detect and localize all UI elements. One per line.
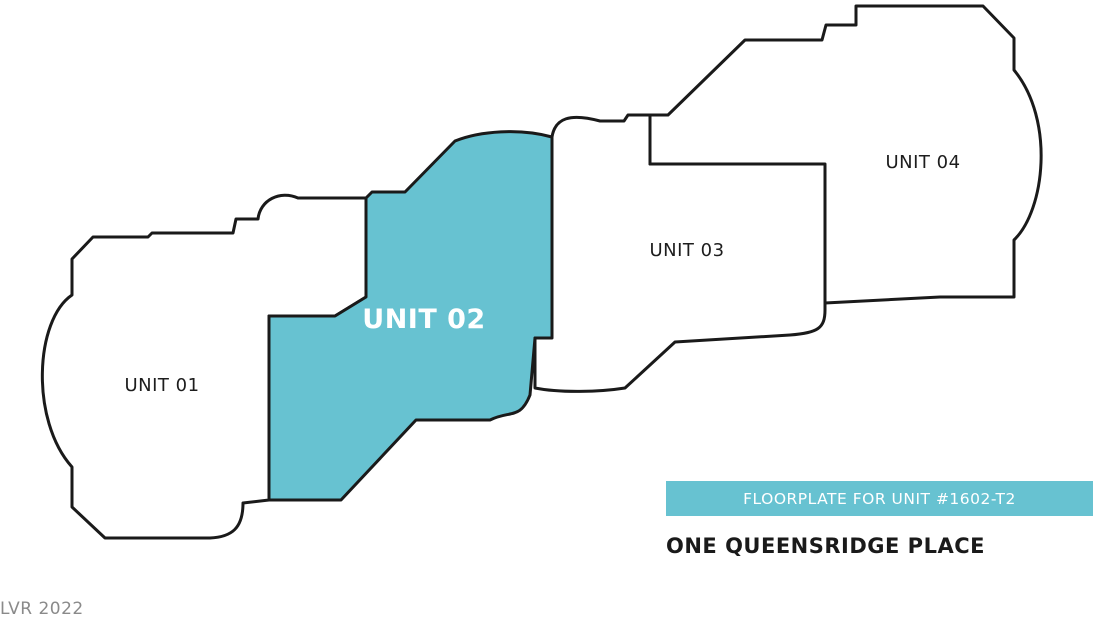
floorplate-banner: FLOORPLATE FOR UNIT #1602-T2 — [666, 481, 1093, 516]
unit-01-label: UNIT 01 — [124, 375, 199, 396]
building-name: ONE QUEENSRIDGE PLACE — [666, 534, 985, 558]
floorplate-banner-text: FLOORPLATE FOR UNIT #1602-T2 — [743, 489, 1016, 508]
unit-04-label: UNIT 04 — [885, 152, 960, 173]
watermark: LVR 2022 — [0, 599, 84, 619]
unit-04-shape[interactable] — [648, 4, 1043, 305]
unit-02-label: UNIT 02 — [362, 304, 485, 335]
unit-03-shape[interactable] — [533, 113, 827, 393]
unit-01-shape[interactable] — [40, 193, 368, 540]
unit-03-label: UNIT 03 — [649, 240, 724, 261]
